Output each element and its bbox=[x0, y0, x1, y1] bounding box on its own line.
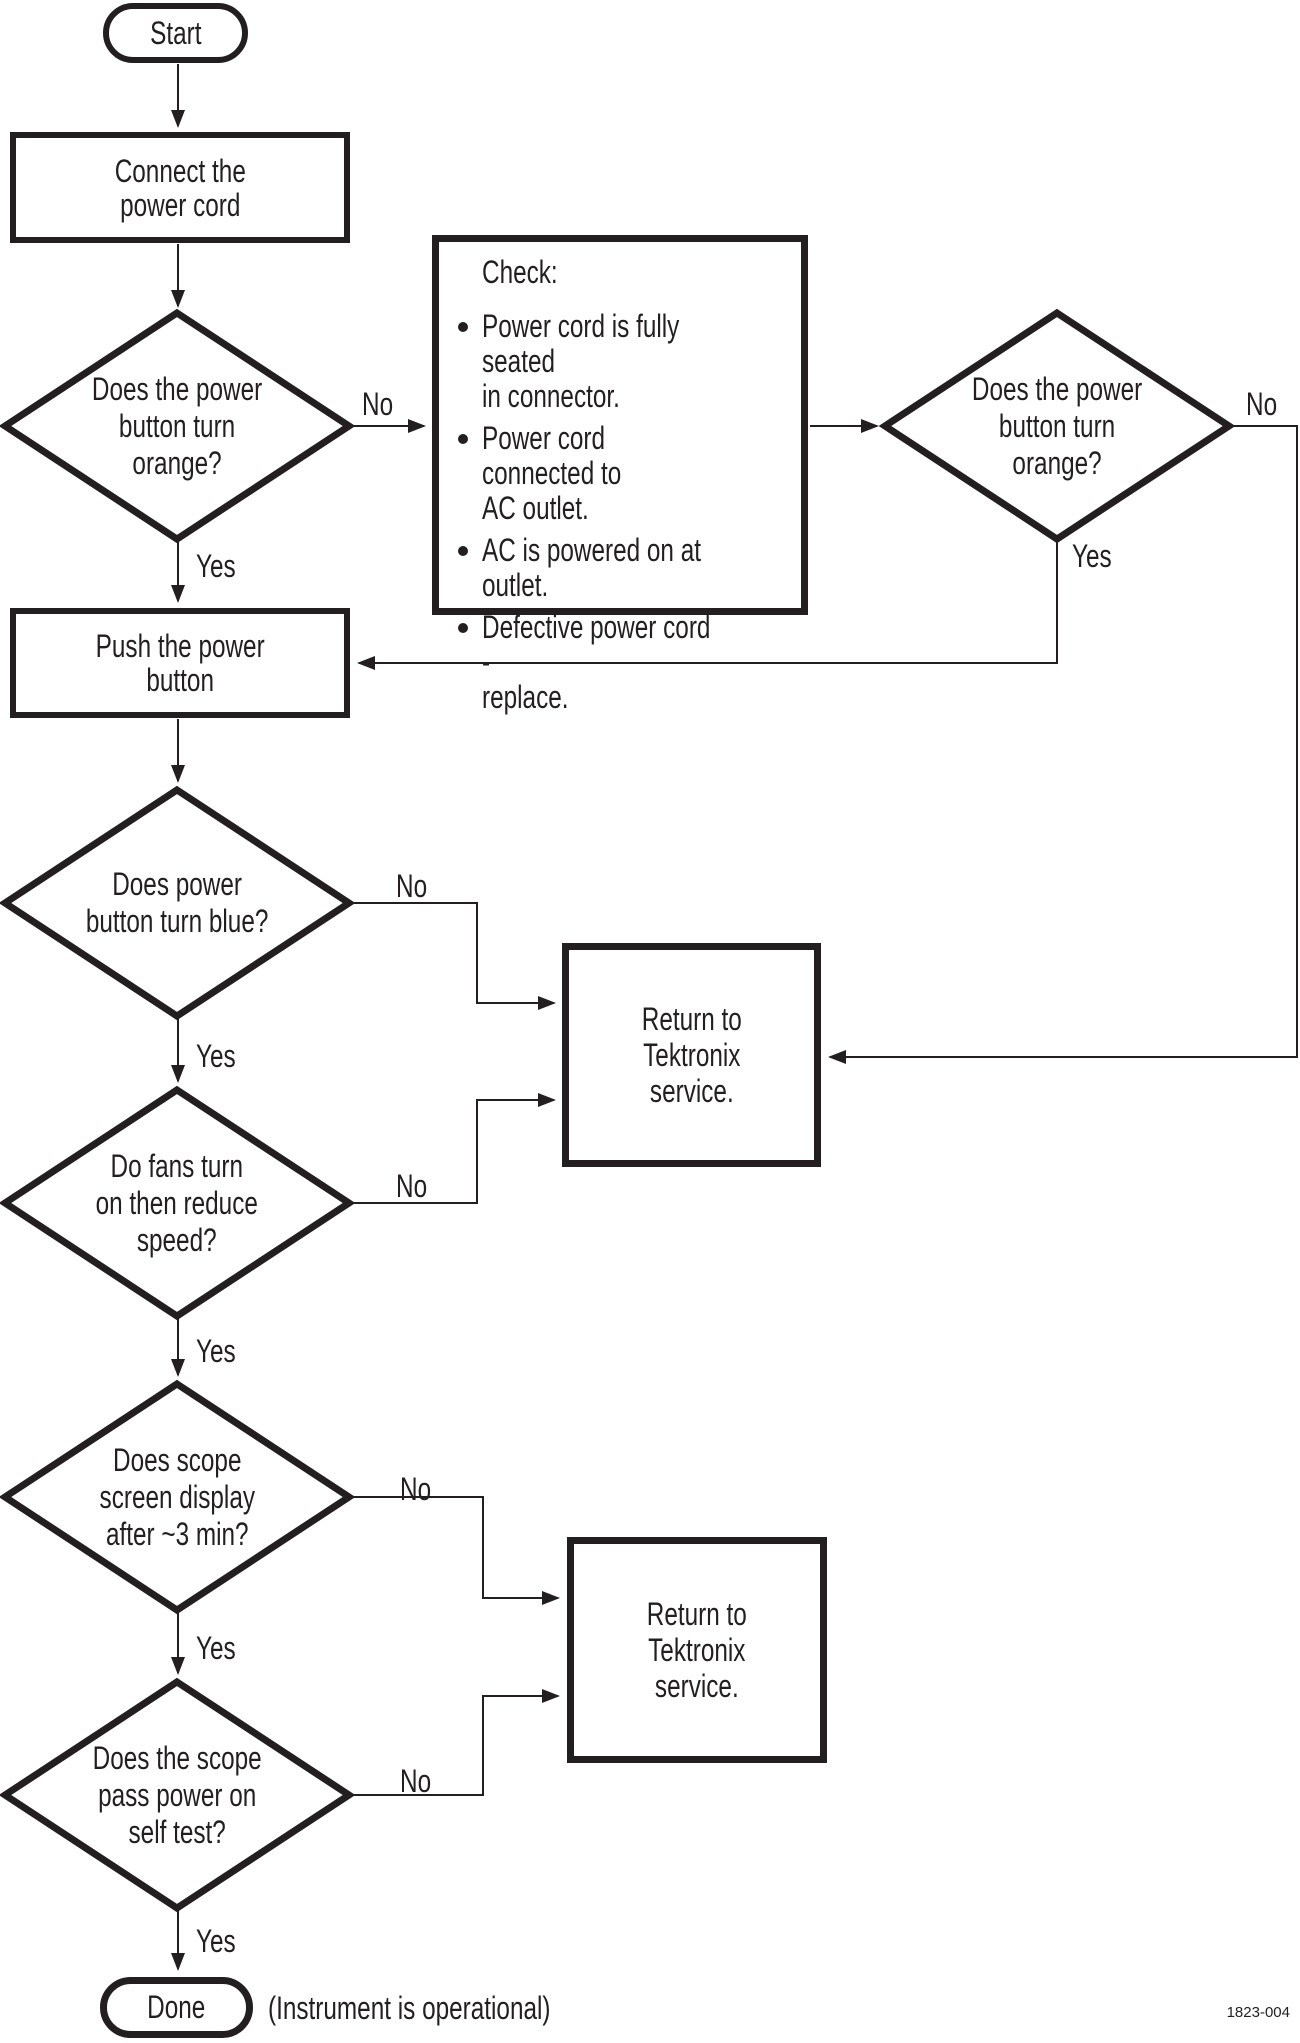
push-power-button-label: Push the power button bbox=[95, 628, 265, 698]
arrow-orange2-yes-to-push bbox=[357, 540, 1058, 670]
done-terminator: Done bbox=[100, 1977, 253, 2038]
decision-screen-display-text: Does scope screen display after ~3 min? bbox=[27, 1439, 327, 1555]
power-blue-label: Does power button turn blue? bbox=[85, 866, 269, 939]
yes-label-fans: Yes bbox=[196, 1333, 236, 1369]
arrow-selftest-no-to-return2 bbox=[350, 1689, 560, 1796]
no-label-display: No bbox=[400, 1471, 432, 1507]
no-label-fans: No bbox=[396, 1168, 428, 1204]
check-item: Power cord connected to AC outlet. bbox=[458, 420, 793, 526]
yes-label-display: Yes bbox=[196, 1630, 236, 1666]
push-power-button-step: Push the power button bbox=[10, 608, 350, 718]
check-item-text: Defective power cord - replace. bbox=[482, 609, 711, 715]
power-orange-2-label: Does the power button turn orange? bbox=[971, 370, 1143, 481]
decision-power-orange-1-text: Does the power button turn orange? bbox=[27, 368, 327, 484]
check-item-text: AC is powered on at outlet. bbox=[482, 532, 701, 603]
yes-label-blue: Yes bbox=[196, 1038, 236, 1074]
yes-label-orange2: Yes bbox=[1072, 538, 1112, 574]
done-note: (Instrument is operational) bbox=[268, 1990, 551, 2026]
return-service-box-2: Return to Tektronix service. bbox=[567, 1537, 827, 1763]
power-orange-1-label: Does the power button turn orange? bbox=[91, 370, 263, 481]
start-label: Start bbox=[149, 14, 202, 51]
return-service-2-label: Return to Tektronix service. bbox=[646, 1596, 748, 1704]
connect-power-cord-label: Connect the power cord bbox=[114, 152, 246, 223]
check-item: AC is powered on at outlet. bbox=[458, 532, 793, 603]
yes-label-selftest: Yes bbox=[196, 1923, 236, 1959]
arrow-display-no-to-return2 bbox=[350, 1496, 560, 1605]
decision-power-blue bbox=[0, 785, 356, 1021]
done-label: Done bbox=[147, 1989, 206, 2025]
figure-number: 1823-004 bbox=[1226, 2004, 1290, 2021]
check-item: Power cord is fully seated in connector. bbox=[458, 308, 793, 414]
arrow-blue-no-to-return1 bbox=[350, 902, 556, 1010]
check-list-content: Check: Power cord is fully seated in con… bbox=[439, 242, 801, 715]
no-label-selftest: No bbox=[400, 1763, 432, 1799]
check-items: Power cord is fully seated in connector.… bbox=[458, 308, 793, 715]
self-test-label: Does the scope pass power on self test? bbox=[92, 1739, 262, 1850]
decision-power-orange-2 bbox=[878, 308, 1236, 544]
check-item: Defective power cord - replace. bbox=[458, 609, 793, 715]
decision-self-test bbox=[0, 1677, 356, 1913]
no-label-orange1: No bbox=[362, 386, 394, 422]
decision-screen-display bbox=[0, 1379, 356, 1615]
check-title: Check: bbox=[482, 254, 558, 290]
fans-label: Do fans turn on then reduce speed? bbox=[95, 1147, 259, 1258]
check-item-text: Power cord connected to AC outlet. bbox=[482, 420, 622, 526]
return-service-1-label: Return to Tektronix service. bbox=[641, 1001, 742, 1109]
no-label-blue: No bbox=[396, 868, 428, 904]
screen-display-label: Does scope screen display after ~3 min? bbox=[99, 1441, 255, 1552]
connect-power-cord-step: Connect the power cord bbox=[10, 132, 350, 243]
check-list-box: Check: Power cord is fully seated in con… bbox=[432, 235, 808, 715]
arrow-orange2-no-to-return1 bbox=[828, 425, 1298, 1064]
check-item-text: Power cord is fully seated in connector. bbox=[482, 308, 680, 414]
arrow-fans-no-to-return1 bbox=[350, 1093, 556, 1204]
return-service-box-1: Return to Tektronix service. bbox=[562, 943, 821, 1167]
decision-power-blue-text: Does power button turn blue? bbox=[27, 850, 327, 956]
start-terminator: Start bbox=[103, 3, 248, 63]
decision-power-orange-1 bbox=[0, 308, 356, 544]
yes-label-orange1: Yes bbox=[196, 548, 236, 584]
decision-self-test-text: Does the scope pass power on self test? bbox=[27, 1737, 327, 1853]
decision-fans-text: Do fans turn on then reduce speed? bbox=[27, 1145, 327, 1261]
decision-power-orange-2-text: Does the power button turn orange? bbox=[907, 368, 1207, 484]
no-label-orange2: No bbox=[1246, 386, 1278, 422]
decision-fans bbox=[0, 1085, 356, 1321]
